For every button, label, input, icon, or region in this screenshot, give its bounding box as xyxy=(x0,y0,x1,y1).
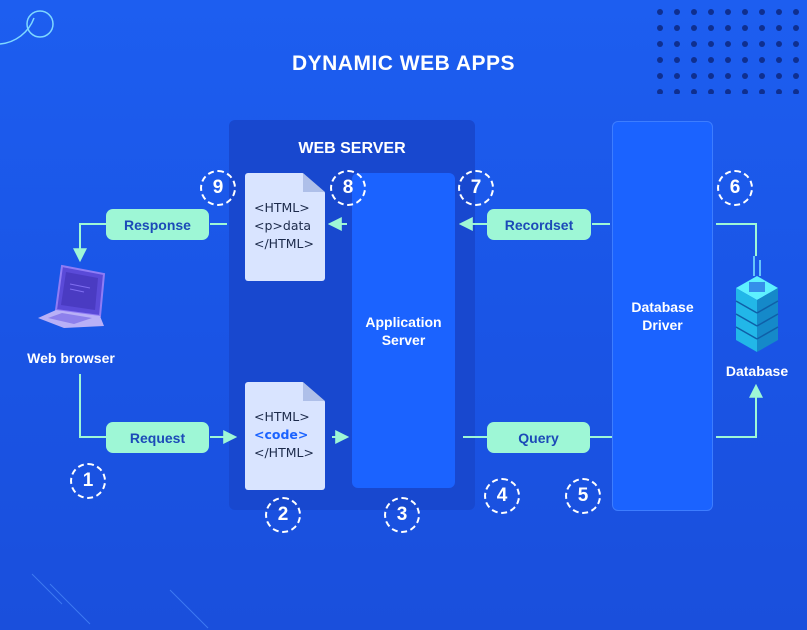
database-driver-box: Database Driver xyxy=(612,121,713,511)
request-doc-line: </HTML> xyxy=(254,445,314,460)
response-pill: Response xyxy=(106,209,209,240)
response-doc-line: <p>data xyxy=(254,218,312,233)
step-number: 4 xyxy=(496,485,508,506)
recordset-pill: Recordset xyxy=(487,209,591,240)
database-to-driver-connector xyxy=(716,223,757,256)
step-badge-4: 4 xyxy=(484,478,520,514)
web-browser-label: Web browser xyxy=(27,350,115,366)
database-driver-label: Database Driver xyxy=(631,299,694,333)
web-server-title: WEB SERVER xyxy=(298,140,406,157)
response-label: Response xyxy=(124,216,191,233)
request-pill: Request xyxy=(106,422,209,453)
driver-to-database-connector xyxy=(716,383,763,438)
step-number: 7 xyxy=(470,177,482,198)
request-label: Request xyxy=(129,429,186,446)
step-number: 5 xyxy=(577,485,589,506)
step-number: 2 xyxy=(277,504,289,525)
database-server-icon xyxy=(735,256,779,352)
recordset-label: Recordset xyxy=(504,216,574,233)
request-doc-line: <HTML> xyxy=(254,409,310,424)
response-to-browser-connector xyxy=(73,223,106,263)
response-doc-line: </HTML> xyxy=(254,236,314,251)
query-pill: Query xyxy=(487,422,590,453)
response-doc-line: <HTML> xyxy=(254,200,310,215)
step-number: 9 xyxy=(212,177,224,198)
page-title: DYNAMIC WEB APPS xyxy=(291,52,516,75)
step-badge-1: 1 xyxy=(70,463,106,499)
application-server-box: Application Server xyxy=(352,173,455,488)
laptop-icon xyxy=(38,264,106,328)
step-badge-9: 9 xyxy=(200,170,236,206)
step-badge-2: 2 xyxy=(265,497,301,533)
step-badge-7: 7 xyxy=(458,170,494,206)
decorative-dot-grid xyxy=(657,9,799,94)
step-badge-8: 8 xyxy=(330,170,366,206)
application-server-label: Application Server xyxy=(365,313,442,348)
decorative-slashes xyxy=(31,573,209,629)
step-number: 8 xyxy=(342,177,354,198)
browser-to-request-connector xyxy=(79,374,106,438)
step-number: 3 xyxy=(396,504,408,525)
step-badge-6: 6 xyxy=(717,170,753,206)
step-number: 1 xyxy=(82,470,94,491)
step-number: 6 xyxy=(729,177,741,198)
decorative-circles xyxy=(0,10,54,45)
database-label: Database xyxy=(725,363,789,379)
step-badge-3: 3 xyxy=(384,497,420,533)
request-doc-code-line: <code> xyxy=(254,427,309,442)
query-label: Query xyxy=(518,429,559,446)
step-badge-5: 5 xyxy=(565,478,601,514)
